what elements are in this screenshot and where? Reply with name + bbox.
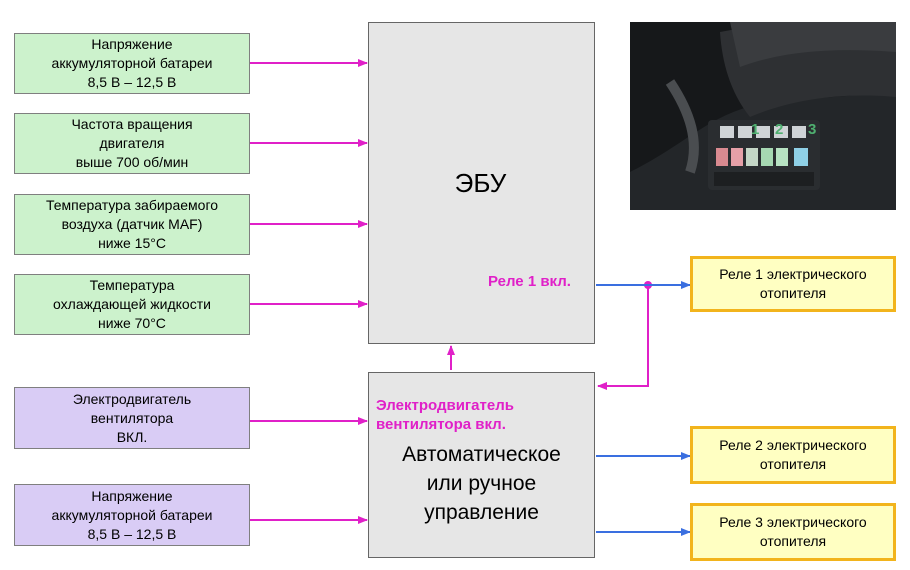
control-title: Автоматическое или ручное управление (402, 443, 561, 524)
fuse-box-illustration (630, 22, 896, 210)
fuse-label-1: 1 (751, 121, 760, 138)
input-battery-voltage-2: Напряжение аккумуляторной батареи 8,5 В … (14, 484, 250, 546)
fuse-label-3: 3 (808, 121, 817, 138)
ebu-block (368, 22, 595, 344)
fuse-label-2: 2 (775, 121, 784, 138)
relay1-on-signal: Реле 1 вкл. (488, 273, 571, 290)
input-intake-air-temp: Температура забираемого воздуха (датчик … (14, 194, 250, 255)
input-fan-motor: Электродвигатель вентилятора ВКЛ. (14, 387, 250, 449)
fan-on-signal: Электродвигатель вентилятора вкл. (376, 397, 514, 433)
control-block (368, 372, 595, 558)
input-engine-rpm: Частота вращения двигателя выше 700 об/м… (14, 113, 250, 174)
arrow-relay1-feedback (597, 285, 649, 390)
relay-3-box: Реле 3 электрического отопителя (690, 503, 896, 561)
input-coolant-temp: Температура охлаждающей жидкости ниже 70… (14, 274, 250, 335)
engine-bay-photo: 1 2 3 (630, 22, 896, 210)
ebu-title: ЭБУ (454, 168, 507, 198)
relay-2-box: Реле 2 электрического отопителя (690, 426, 896, 484)
input-battery-voltage: Напряжение аккумуляторной батареи 8,5 В … (14, 33, 250, 94)
relay-1-box: Реле 1 электрического отопителя (690, 256, 896, 312)
